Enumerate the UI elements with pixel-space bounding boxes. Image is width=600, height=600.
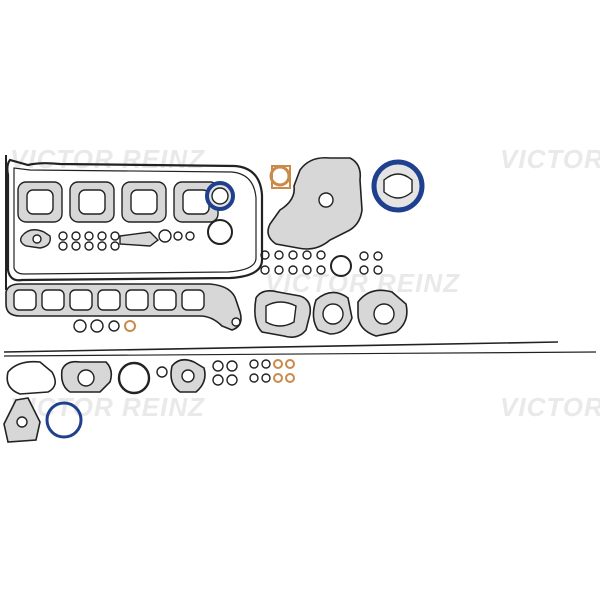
intake-ports — [13, 289, 205, 311]
seal-ring-medium — [330, 255, 352, 277]
o-ring-row-4 — [359, 251, 383, 275]
o-ring-row-2 — [73, 319, 136, 333]
large-o-ring — [207, 219, 233, 245]
front-crankshaft-seal — [45, 401, 83, 439]
valve-cover-gasket-inner — [13, 167, 257, 275]
large-seal-ring — [117, 361, 151, 395]
watermark-bottom-left: VICTOR REINZ — [10, 392, 205, 422]
egr-gasket — [119, 231, 160, 247]
o-ring-row-3 — [260, 250, 326, 275]
exhaust-port-holes — [26, 189, 210, 215]
divider-line-2 — [3, 351, 597, 357]
timing-cover-gasket — [267, 156, 363, 250]
o-ring-row-6 — [249, 359, 295, 383]
o-ring-row-5 — [212, 360, 238, 386]
watermark-top-left: VICTOR REINZ — [10, 144, 205, 174]
intake-manifold-gasket — [5, 283, 242, 331]
o-ring-small — [156, 366, 168, 378]
divider-line-1 — [3, 341, 559, 353]
valve-cover-gasket — [6, 158, 264, 282]
oil-pan-gasket — [6, 360, 56, 395]
watermark-bottom-right: VICTOR — [500, 392, 600, 422]
o-ring-row-1 — [58, 231, 120, 251]
seal-ring-small — [158, 229, 172, 243]
copper-gasket — [271, 165, 291, 189]
watermark-top-right: VICTOR — [500, 144, 600, 174]
copper-seal — [269, 165, 291, 187]
